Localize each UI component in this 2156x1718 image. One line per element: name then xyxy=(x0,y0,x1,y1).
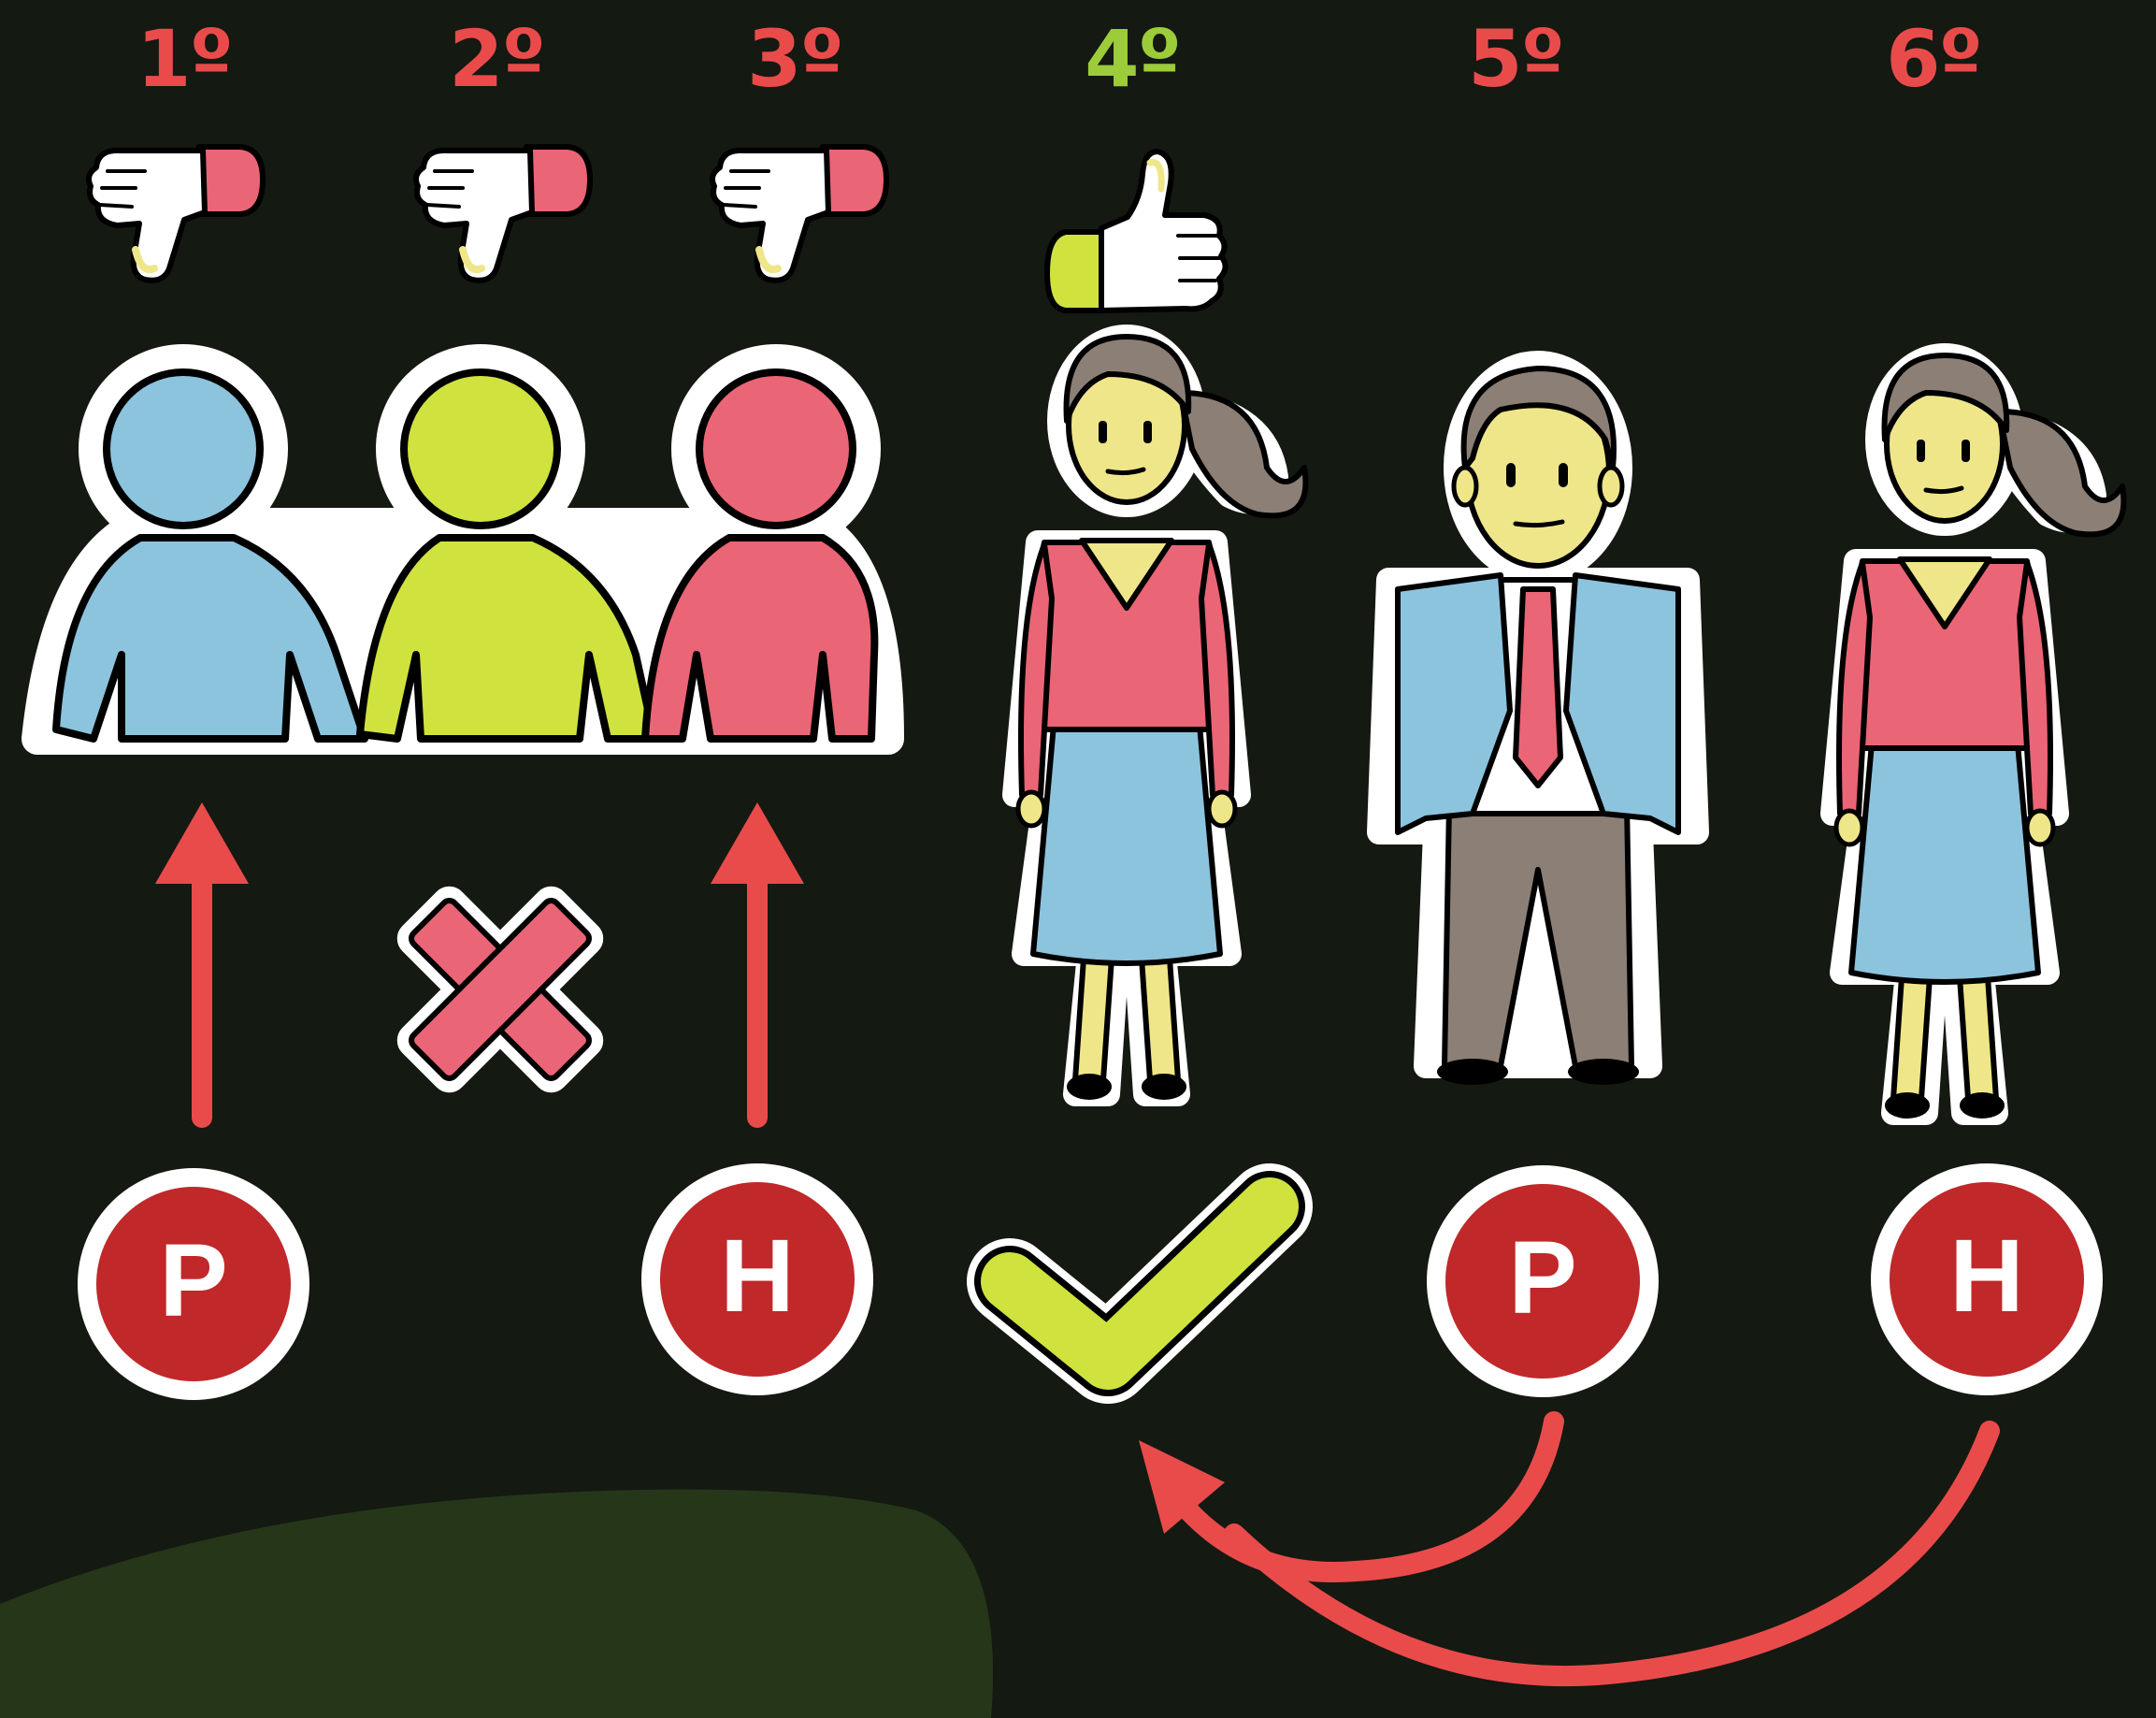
badge-letter: P xyxy=(1508,1220,1576,1335)
badge-letter: H xyxy=(1949,1219,2023,1334)
woman-figure xyxy=(1833,355,2123,1119)
hill-shape xyxy=(0,1490,993,1718)
thumbs-down-icon xyxy=(416,147,590,281)
three-people-group xyxy=(37,360,888,739)
thumbs-down-icon xyxy=(712,147,886,281)
cross-icon xyxy=(348,837,652,1141)
man-figure xyxy=(1379,363,1697,1085)
arrow-up-icon xyxy=(155,802,249,1118)
thumbs-up-icon xyxy=(1047,152,1226,310)
thumbs-down-icon xyxy=(89,147,263,281)
badge-letter: P xyxy=(159,1223,227,1338)
arrow-up-icon xyxy=(711,802,804,1118)
check-icon xyxy=(1010,1206,1270,1361)
badge-letter: H xyxy=(720,1219,794,1334)
woman-figure xyxy=(1014,337,1305,1100)
curved-arrow-icon xyxy=(1176,1422,1990,1676)
